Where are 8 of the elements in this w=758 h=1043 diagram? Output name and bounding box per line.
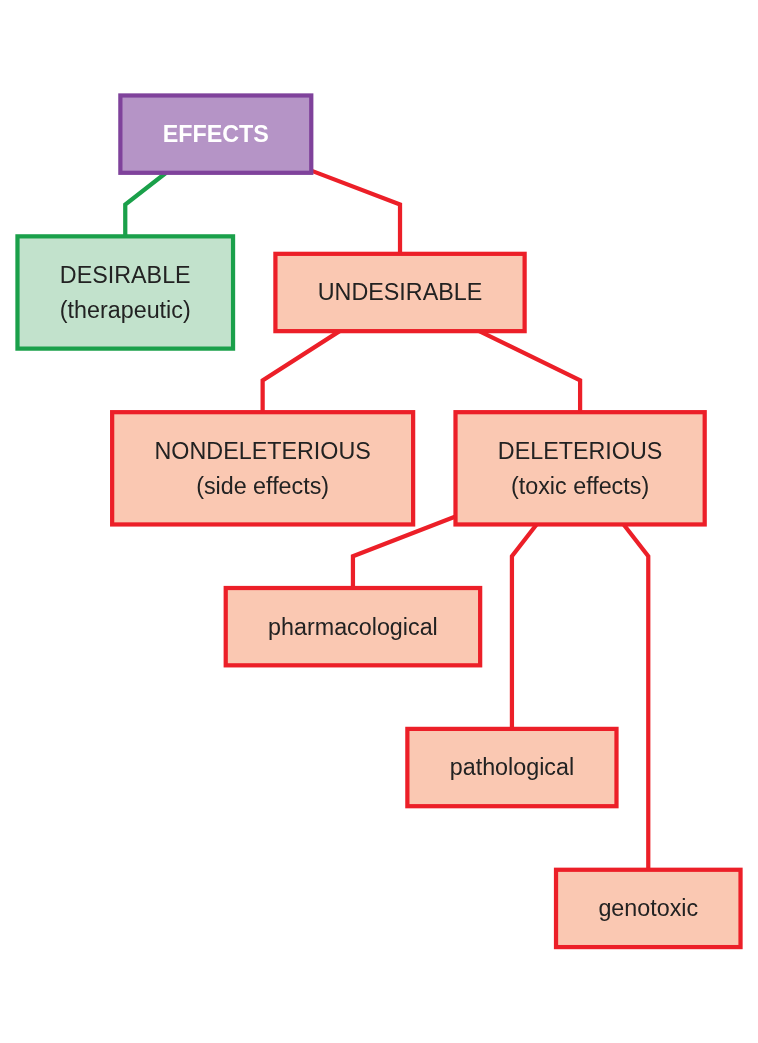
node-box: genotoxic bbox=[553, 867, 743, 950]
node-box: NONDELETERIOUS (side effects) bbox=[110, 410, 416, 527]
node-box: DELETERIOUS (toxic effects) bbox=[453, 410, 707, 527]
node-box: EFFECTS bbox=[118, 93, 314, 176]
node-box: pharmacological bbox=[223, 586, 483, 668]
node-box: DESIRABLE (therapeutic) bbox=[15, 234, 236, 351]
node-box: UNDESIRABLE bbox=[273, 251, 527, 334]
node-box: pathological bbox=[405, 727, 619, 809]
